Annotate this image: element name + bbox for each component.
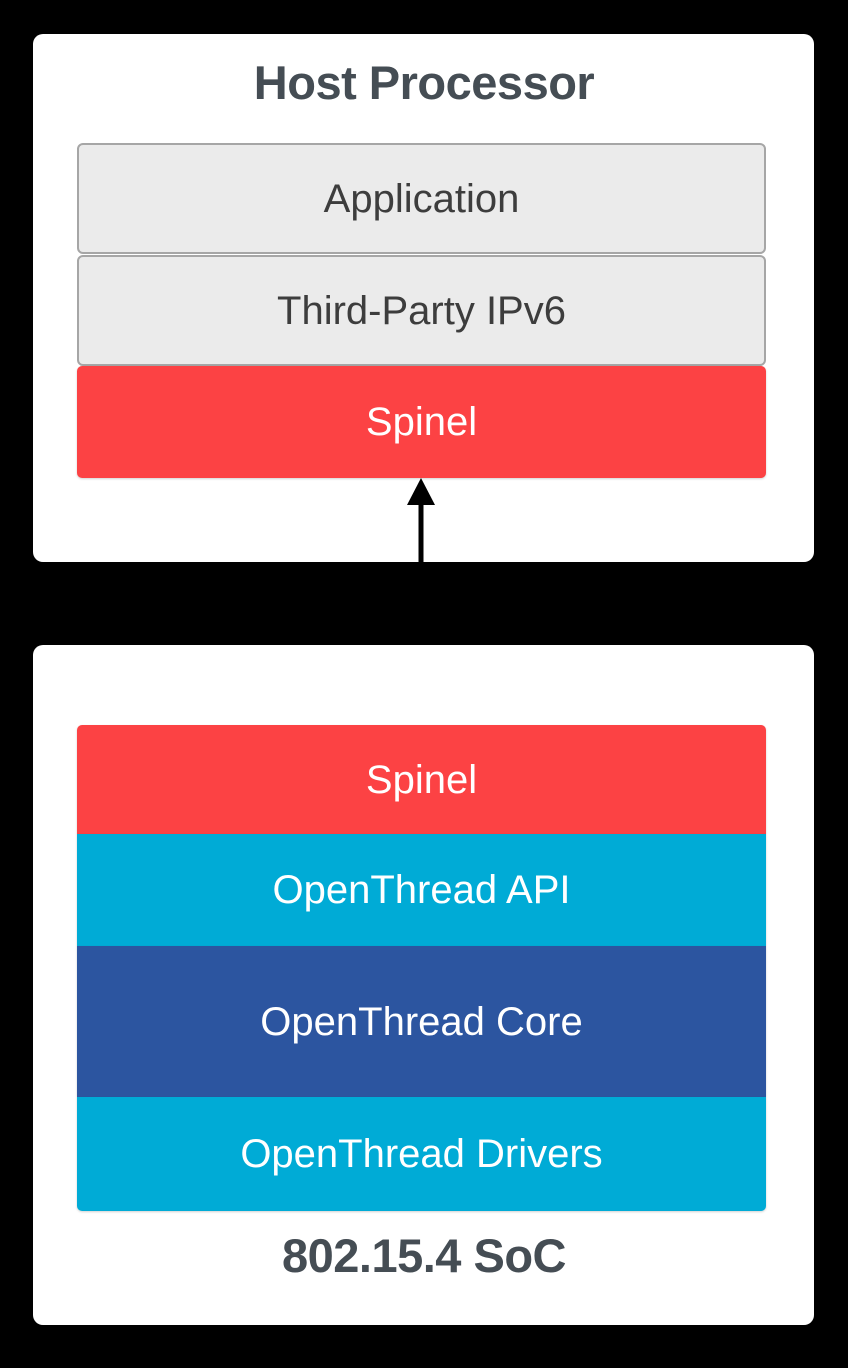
- layer-soc-spinel: Spinel: [77, 725, 766, 834]
- layer-third-party-ipv6: Third-Party IPv6: [77, 255, 766, 366]
- layer-openthread-api: OpenThread API: [77, 834, 766, 946]
- layer-host-spinel: Spinel: [77, 366, 766, 478]
- layer-openthread-drivers: OpenThread Drivers: [77, 1097, 766, 1211]
- layer-openthread-drivers-label: OpenThread Drivers: [240, 1132, 603, 1176]
- layer-host-spinel-label: Spinel: [365, 400, 478, 444]
- layer-third-party-ipv6-label: Third-Party IPv6: [277, 288, 566, 333]
- layer-application: Application: [77, 143, 766, 254]
- layer-application-label: Application: [323, 176, 520, 221]
- layer-openthread-core: OpenThread Core: [77, 946, 766, 1097]
- layer-soc-spinel-label: Spinel: [365, 757, 478, 802]
- layer-openthread-core-label: OpenThread Core: [260, 999, 583, 1044]
- layer-openthread-api-label: OpenThread API: [272, 868, 571, 912]
- host-processor-title: Host Processor: [253, 56, 595, 109]
- soc-title: 802.15.4 SoC: [281, 1229, 567, 1282]
